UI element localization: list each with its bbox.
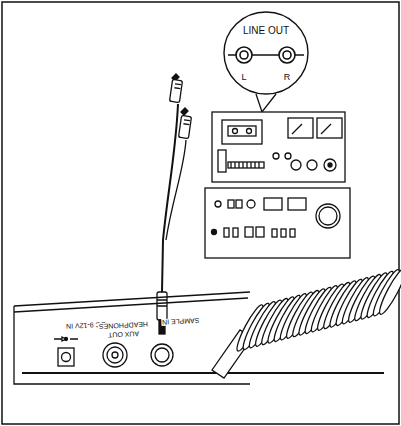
coil-winding	[376, 266, 401, 317]
channel-label: L	[241, 73, 246, 82]
callout-outline	[222, 10, 310, 96]
jack-label: AUX OUT	[107, 330, 140, 339]
coiled-cord	[233, 266, 401, 353]
device-panel	[14, 292, 252, 384]
jack-heading: LINE OUT	[243, 26, 289, 36]
jack-label: SAMPLE IN	[161, 316, 201, 325]
callout-pointer	[256, 94, 276, 112]
channel-label: R	[284, 73, 291, 82]
rca-cable	[157, 74, 191, 334]
callout-circle: LINE OUT L R	[222, 10, 310, 96]
tape-deck	[212, 112, 345, 182]
amplifier	[205, 188, 350, 258]
rule-line	[22, 372, 384, 374]
